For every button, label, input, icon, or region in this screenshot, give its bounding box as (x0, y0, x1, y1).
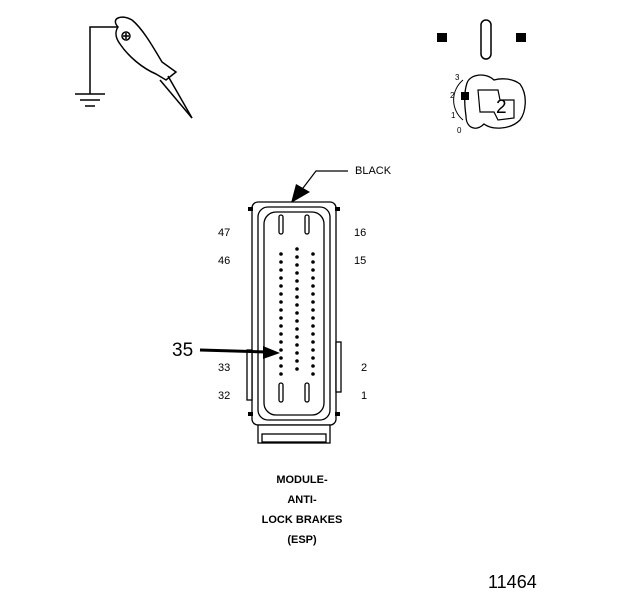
pin-hole (279, 356, 283, 360)
pin-number-label: 2 (361, 362, 368, 374)
module-caption-line: ANTI- (287, 494, 317, 506)
connector-slots (278, 214, 310, 403)
callout-pin-label: 35 (172, 340, 194, 361)
pin-hole (311, 268, 315, 272)
pin-hole (295, 255, 299, 259)
key-scale-label: 0 (457, 126, 462, 135)
pin-hole (311, 276, 315, 280)
pin-number-label: 46 (218, 255, 231, 267)
pin-hole (295, 311, 299, 315)
pin-hole (279, 324, 283, 328)
pin-hole (279, 300, 283, 304)
connector-slot (304, 382, 310, 403)
module-caption-line: LOCK BRAKES (261, 514, 343, 526)
pin-hole (295, 271, 299, 275)
pin-hole (311, 364, 315, 368)
pin-hole (311, 300, 315, 304)
pin-hole (279, 340, 283, 344)
pin-hole (279, 284, 283, 288)
pin-hole (279, 348, 283, 352)
pin-hole (279, 268, 283, 272)
connector-pin-grid (279, 247, 315, 376)
pin-hole (279, 252, 283, 256)
key-scale-label: 1 (451, 111, 456, 120)
pin-hole (311, 260, 315, 264)
pin-hole (295, 359, 299, 363)
pin-callout-arrow (199, 346, 280, 359)
pin-hole (295, 327, 299, 331)
pin-hole (279, 292, 283, 296)
module-caption-line: (ESP) (287, 534, 317, 546)
pin-hole (295, 303, 299, 307)
pin-hole (311, 308, 315, 312)
pin-hole (295, 263, 299, 267)
pin-hole (279, 260, 283, 264)
module-caption-line: MODULE- (276, 474, 328, 486)
pin-hole (295, 343, 299, 347)
key-scale-label: 2 (450, 91, 455, 100)
pin-hole (311, 292, 315, 296)
pin-hole (295, 287, 299, 291)
pin-hole (279, 364, 283, 368)
black-label-arrow (291, 170, 348, 203)
pin-hole (279, 308, 283, 312)
pin-hole (295, 335, 299, 339)
pin-hole (311, 324, 315, 328)
pin-hole (311, 348, 315, 352)
pin-hole (311, 316, 315, 320)
connector-slot (278, 382, 284, 403)
pin-hole (295, 247, 299, 251)
figure-number: 11464 (488, 572, 537, 592)
pin-number-label: 16 (354, 227, 367, 239)
connector-housing (246, 201, 342, 444)
pin-hole (311, 340, 315, 344)
pin-hole (295, 319, 299, 323)
pin-number-label: 15 (354, 255, 367, 267)
pin-number-label: 1 (361, 390, 368, 402)
pin-number-label: 32 (218, 390, 231, 402)
pin-hole (311, 284, 315, 288)
pin-hole (311, 356, 315, 360)
pin-hole (311, 332, 315, 336)
ground-probe-icon (75, 16, 193, 119)
pin-hole (279, 332, 283, 336)
pin-hole (295, 351, 299, 355)
pin-hole (295, 295, 299, 299)
pin-hole (279, 276, 283, 280)
pin-hole (311, 372, 315, 376)
connector-slot (278, 214, 284, 235)
pin-number-label: 47 (218, 227, 231, 239)
key-position-label: 2 (496, 97, 507, 118)
pin-hole (279, 316, 283, 320)
pin-hole (279, 372, 283, 376)
key-scale-label: 3 (455, 73, 460, 82)
pin-hole (311, 252, 315, 256)
pin-hole (295, 367, 299, 371)
connector-color-label: BLACK (355, 165, 392, 177)
pin-number-label: 33 (218, 362, 231, 374)
ignition-switch-icon (437, 19, 526, 129)
pin-hole (295, 279, 299, 283)
connector-slot (304, 214, 310, 235)
